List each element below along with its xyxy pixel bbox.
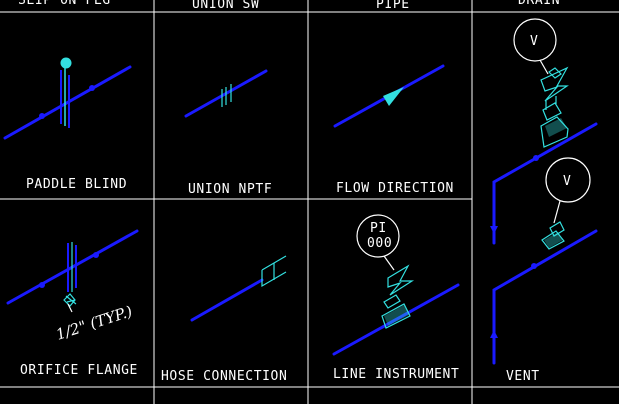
label-vent: VENT xyxy=(506,369,540,384)
orifice-flange-symbol xyxy=(6,229,139,313)
header-pipe: PIPE xyxy=(376,0,410,12)
valve-letter-lower: V xyxy=(563,174,571,189)
drain-symbol xyxy=(490,18,598,245)
header-slip-on-flg: SLIP ON FLG xyxy=(18,0,111,8)
label-orifice-flange: ORIFICE FLANGE xyxy=(20,363,138,378)
header-drain: DRAIN xyxy=(518,0,560,8)
instrument-tag-bottom: 000 xyxy=(367,236,392,251)
header-union-sw: UNION SW xyxy=(192,0,259,12)
valve-letter-upper: V xyxy=(530,34,538,49)
label-flow-direction: FLOW DIRECTION xyxy=(336,181,454,196)
instrument-tag-top: PI xyxy=(370,221,387,236)
vent-symbol xyxy=(490,157,598,365)
label-paddle-blind: PADDLE BLIND xyxy=(26,177,127,192)
hose-connection-symbol xyxy=(190,255,287,322)
label-hose-connection: HOSE CONNECTION xyxy=(161,369,287,384)
union-nptf-symbol xyxy=(184,69,268,118)
flow-direction-symbol xyxy=(333,64,445,128)
label-line-instrument: LINE INSTRUMENT xyxy=(333,367,459,382)
line-instrument-symbol xyxy=(332,214,460,356)
label-union-nptf: UNION NPTF xyxy=(188,182,272,197)
orifice-note: 1/2" (TYP.) xyxy=(54,302,135,344)
paddle-blind-symbol xyxy=(3,57,132,140)
